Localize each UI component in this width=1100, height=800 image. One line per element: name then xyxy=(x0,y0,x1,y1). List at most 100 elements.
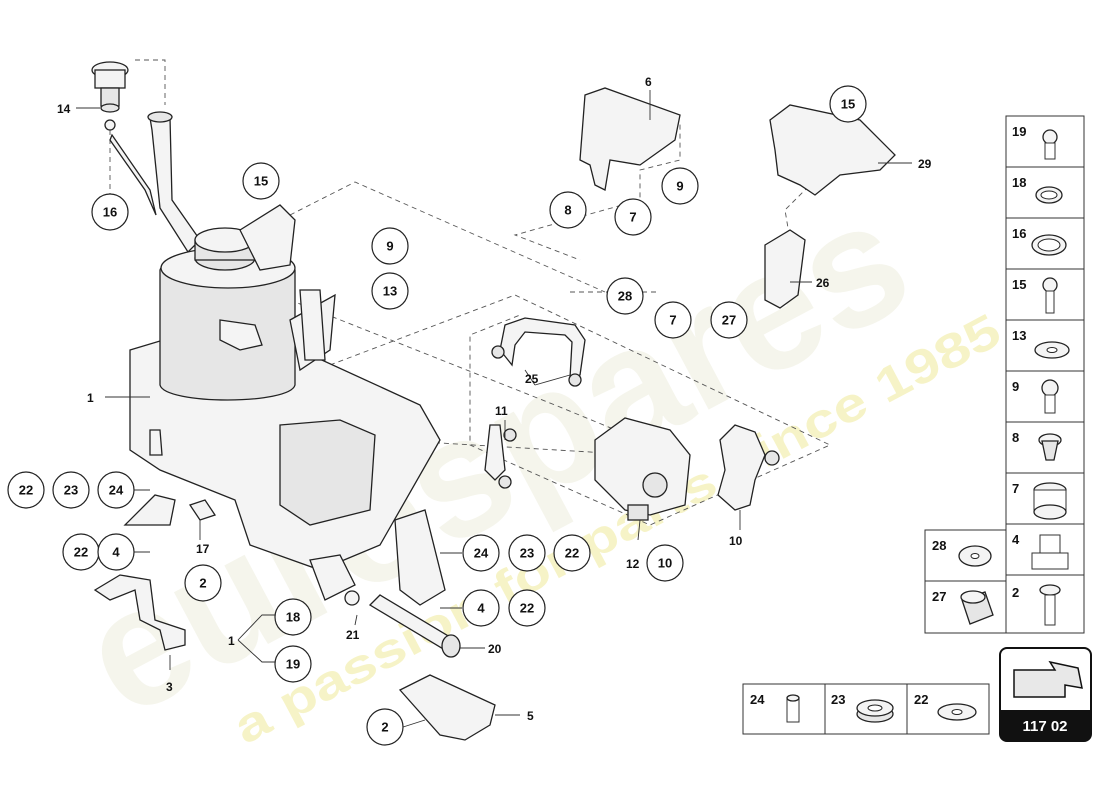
callout: 28 xyxy=(606,277,644,315)
sensor-part xyxy=(188,499,217,521)
filler-cap-part xyxy=(91,61,157,216)
callout-label: 10 xyxy=(658,556,672,571)
label-21: 21 xyxy=(346,628,360,642)
callout: 16 xyxy=(91,193,129,231)
callout: 9 xyxy=(371,227,409,265)
legend-label: 19 xyxy=(1012,124,1026,139)
bracket-26-part xyxy=(764,229,806,309)
label-5: 5 xyxy=(527,709,534,723)
callout: 18 xyxy=(274,598,312,636)
legend-item: 16 xyxy=(1005,217,1085,270)
legend-label: 18 xyxy=(1012,175,1026,190)
callout: 22 xyxy=(7,471,45,509)
leader-lines xyxy=(76,90,912,729)
callout-label: 28 xyxy=(618,289,632,304)
legend-label: 24 xyxy=(750,692,765,707)
callout: 22 xyxy=(553,534,591,572)
callout-label: 22 xyxy=(74,545,88,560)
label-12: 12 xyxy=(626,557,640,571)
label-1: 1 xyxy=(87,391,94,405)
page-code: 117 02 xyxy=(1022,718,1067,735)
page-nav-button[interactable]: 117 02 xyxy=(999,647,1092,742)
label-6: 6 xyxy=(645,75,652,89)
callout: 13 xyxy=(371,272,409,310)
part-10-part xyxy=(717,424,780,511)
legend-item: 8 xyxy=(1005,421,1085,474)
legend-item: 2 xyxy=(1005,574,1085,634)
bracket-3-part xyxy=(93,574,186,651)
legend-item: 24 xyxy=(742,683,826,735)
label-29: 29 xyxy=(918,157,932,171)
legend-label: 4 xyxy=(1012,532,1020,547)
legend-item: 7 xyxy=(1005,472,1085,525)
callout: 19 xyxy=(274,645,312,683)
callout: 23 xyxy=(52,471,90,509)
hose-25-part xyxy=(491,317,586,387)
label-14: 14 xyxy=(57,102,71,116)
callout-label: 23 xyxy=(64,483,78,498)
legend-item: 9 xyxy=(1005,370,1085,423)
legend-item: 19 xyxy=(1005,115,1085,168)
callout: 23 xyxy=(508,534,546,572)
label-1b: 1 xyxy=(228,634,235,648)
legend-item: 22 xyxy=(906,683,990,735)
callout: 7 xyxy=(614,198,652,236)
callout-label: 24 xyxy=(109,483,124,498)
label-17: 17 xyxy=(196,542,210,556)
callout: 2 xyxy=(184,564,222,602)
callout-label: 8 xyxy=(564,203,571,218)
bracket-6-part xyxy=(579,87,681,191)
filler-pipe-part xyxy=(147,111,201,254)
callout-label: 9 xyxy=(386,239,393,254)
legend-label: 23 xyxy=(831,692,845,707)
label-3: 3 xyxy=(166,680,173,694)
callout: 27 xyxy=(710,301,748,339)
legend-label: 7 xyxy=(1012,481,1019,496)
callout-label: 9 xyxy=(676,179,683,194)
callout-label: 19 xyxy=(286,657,300,672)
legend-label: 2 xyxy=(1012,585,1019,600)
callout-label: 15 xyxy=(841,97,855,112)
callout: 2 xyxy=(366,708,404,746)
callout-label: 18 xyxy=(286,610,300,625)
callout-label: 22 xyxy=(19,483,33,498)
legend-item: 13 xyxy=(1005,319,1085,372)
callout: 4 xyxy=(97,533,135,571)
callout: 15 xyxy=(242,162,280,200)
legend-item: 18 xyxy=(1005,166,1085,219)
bracket-5-part xyxy=(398,674,496,741)
callout-label: 22 xyxy=(520,601,534,616)
arrow-icon xyxy=(1013,660,1083,698)
label-25: 25 xyxy=(525,372,539,386)
legend-item: 4 xyxy=(1005,523,1085,576)
callout: 9 xyxy=(661,167,699,205)
pump-12-part xyxy=(594,417,691,521)
label-10: 10 xyxy=(729,534,743,548)
legend-label: 15 xyxy=(1012,277,1026,292)
callout-label: 23 xyxy=(520,546,534,561)
legend-item: 15 xyxy=(1005,268,1085,321)
callout-label: 4 xyxy=(477,601,485,616)
callout-label: 7 xyxy=(629,210,636,225)
label-11: 11 xyxy=(495,404,508,418)
valve-11-part xyxy=(484,424,517,489)
legend-label: 28 xyxy=(932,538,946,553)
callout-label: 4 xyxy=(112,545,120,560)
legend-label: 9 xyxy=(1012,379,1019,394)
callout: 22 xyxy=(508,589,546,627)
legend-label: 22 xyxy=(914,692,928,707)
legend-item: 28 xyxy=(924,529,1007,582)
legend-item: 27 xyxy=(924,580,1007,634)
bracket-29-part xyxy=(769,104,896,196)
callout: 24 xyxy=(462,534,500,572)
callout: 8 xyxy=(549,191,587,229)
tank-part xyxy=(123,204,441,601)
callout-label: 7 xyxy=(669,313,676,328)
legend-item: 23 xyxy=(824,683,908,735)
callout: 4 xyxy=(462,589,500,627)
bracket-24-part xyxy=(394,509,446,606)
callout-label: 2 xyxy=(199,576,206,591)
label-20: 20 xyxy=(488,642,502,656)
side-legend: 19 18 16 15 13 9 8 7 4 2 xyxy=(1005,115,1085,634)
legend-label: 27 xyxy=(932,589,946,604)
